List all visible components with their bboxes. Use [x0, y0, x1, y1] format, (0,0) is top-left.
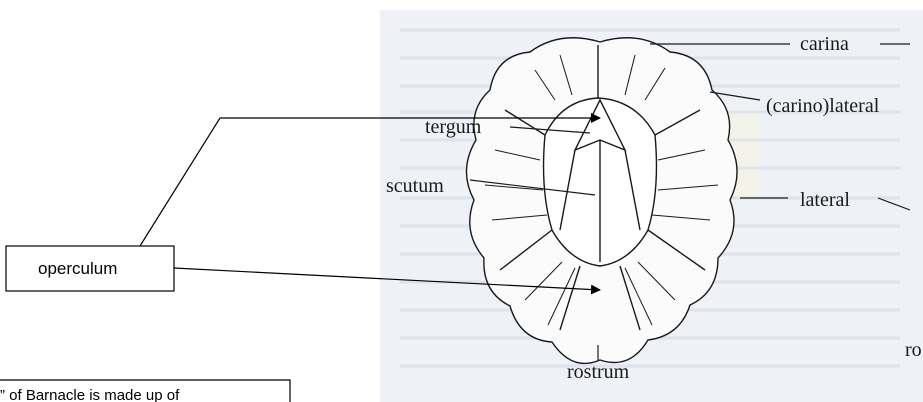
label-carina: carina	[800, 33, 849, 55]
caption-fragment: ” of Barnacle is made up of	[0, 387, 180, 402]
label-scutum: scutum	[386, 175, 444, 197]
label-tergum: tergum	[425, 116, 482, 138]
operculum-label: operculum	[38, 259, 117, 278]
label-rostrum: rostrum	[567, 361, 630, 383]
label-lateral: lateral	[800, 189, 850, 211]
label-ro-cut: ro	[905, 339, 922, 361]
label-carinolateral: (carino)lateral	[766, 95, 880, 117]
